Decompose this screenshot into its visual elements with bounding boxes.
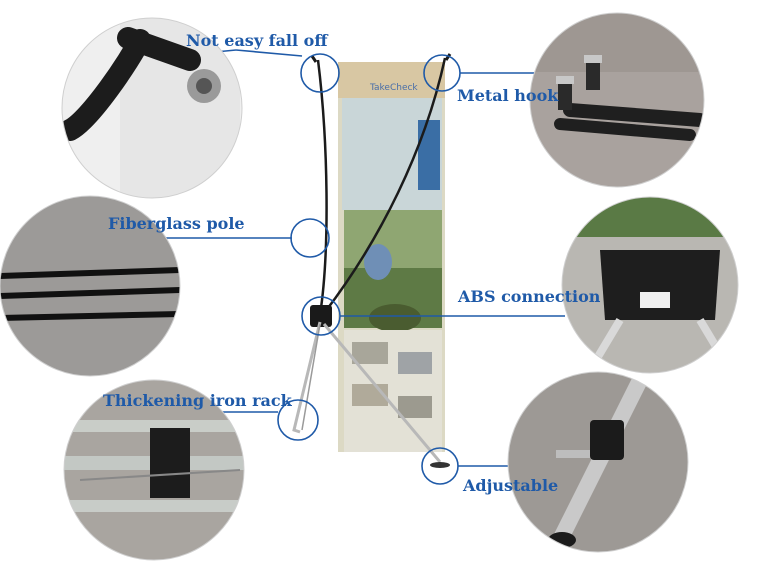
callout-adjustable: Adjustable xyxy=(463,476,559,495)
callout-abs-connection: ABS connection xyxy=(458,287,601,306)
x-banner-stand: TakeCheck xyxy=(292,53,452,468)
callout-fiberglass-pole: Fiberglass pole xyxy=(108,214,245,233)
detail-adjustable-photo xyxy=(508,372,688,552)
callout-metal-hook: Metal hook xyxy=(457,86,559,105)
detail-iron-rack-photo xyxy=(64,380,244,560)
detail-fiberglass-pole-photo xyxy=(0,196,180,376)
detail-abs-connection-photo xyxy=(562,197,738,373)
banner-graphic: TakeCheck xyxy=(338,62,445,452)
callout-not-easy-fall-off: Not easy fall off xyxy=(186,31,328,50)
callout-thickening-iron-rack: Thickening iron rack xyxy=(103,391,292,410)
banner-brand-text: TakeCheck xyxy=(369,83,418,93)
